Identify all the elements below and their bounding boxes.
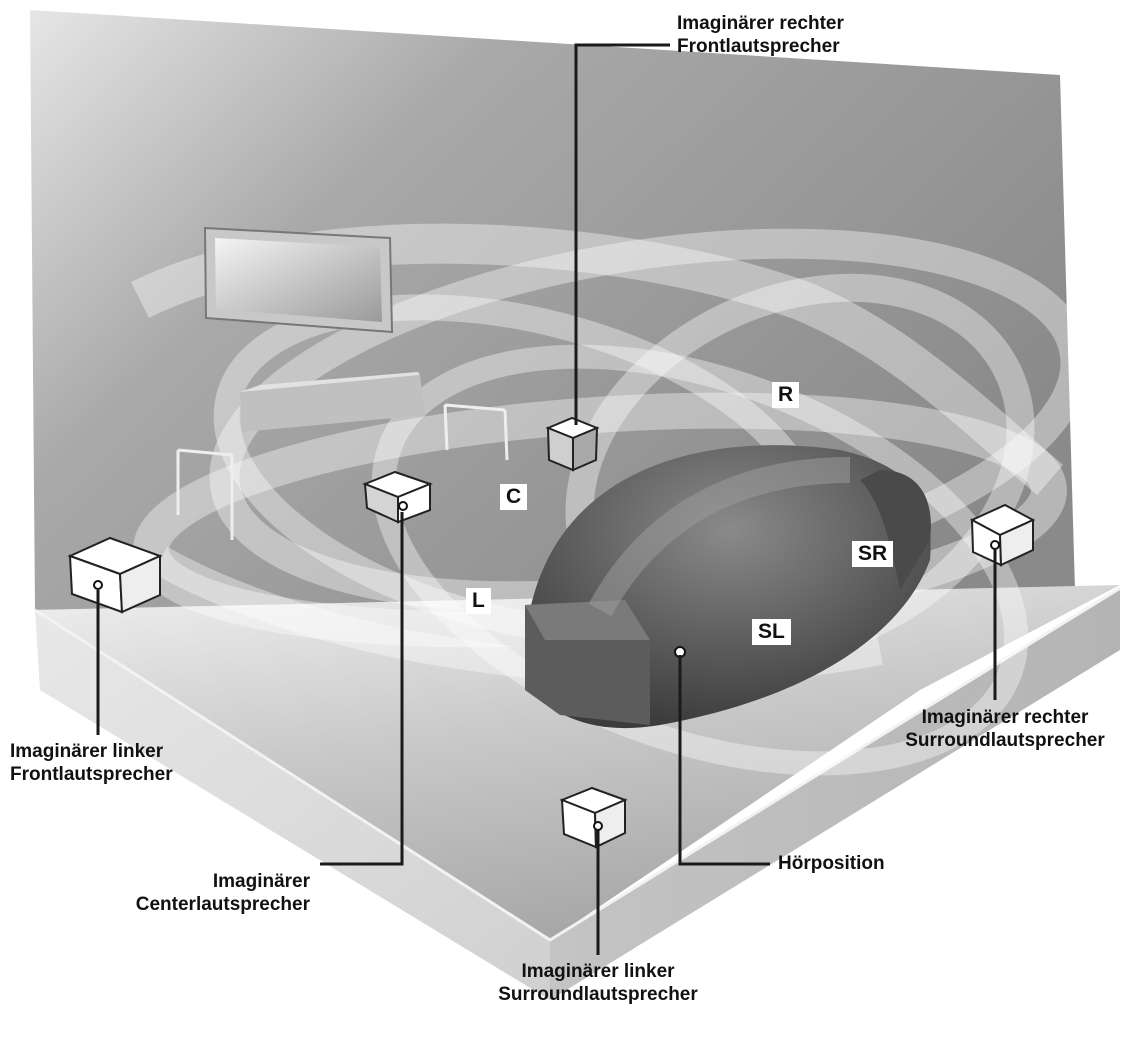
callout-listening-position-label: Hörposition — [778, 853, 885, 874]
callout-front-left-line2: Frontlautsprecher — [10, 764, 173, 785]
speaker-front-right — [545, 416, 600, 472]
channel-label-center: C — [500, 484, 528, 510]
tv-set — [203, 226, 394, 334]
tv-cabinet — [176, 372, 509, 540]
callout-front-right-line2: Frontlautsprecher — [677, 36, 840, 57]
callout-front-right-line1: Imaginärer rechter — [677, 13, 844, 34]
callout-surround-right: Imaginärer rechter Surroundlautsprecher — [885, 706, 1125, 752]
callout-center-line2: Centerlautsprecher — [135, 894, 310, 915]
leader-lines — [96, 43, 997, 955]
callout-surround-right-line1: Imaginärer rechter — [921, 707, 1089, 728]
channel-label-surround-right: SR — [852, 541, 894, 567]
room-floor — [35, 585, 1120, 940]
callout-surround-left-line2: Surroundlautsprecher — [498, 984, 698, 1005]
floor-slab-front — [35, 610, 550, 1000]
speaker-center — [362, 470, 433, 524]
channel-label-left: L — [466, 588, 491, 614]
callout-front-left-line1: Imaginärer linker — [10, 741, 164, 762]
sofa — [525, 445, 931, 729]
callout-listening-position: Hörposition — [778, 852, 885, 875]
callout-front-right: Imaginärer rechter Frontlautsprecher — [677, 12, 844, 58]
speaker-surround-left — [559, 786, 628, 849]
floor-slab-side — [550, 590, 1120, 1000]
callout-surround-right-line2: Surroundlautsprecher — [905, 730, 1105, 751]
callout-center-line1: Imaginärer — [212, 871, 310, 892]
callout-surround-left-line1: Imaginärer linker — [521, 961, 675, 982]
channel-label-right: R — [772, 382, 800, 408]
channel-label-surround-left: SL — [752, 619, 791, 645]
speaker-front-left — [67, 536, 163, 614]
callout-surround-left: Imaginärer linker Surroundlautsprecher — [478, 960, 718, 1006]
callout-center: Imaginärer Centerlautsprecher — [110, 870, 310, 916]
callout-front-left: Imaginärer linker Frontlautsprecher — [10, 740, 173, 786]
